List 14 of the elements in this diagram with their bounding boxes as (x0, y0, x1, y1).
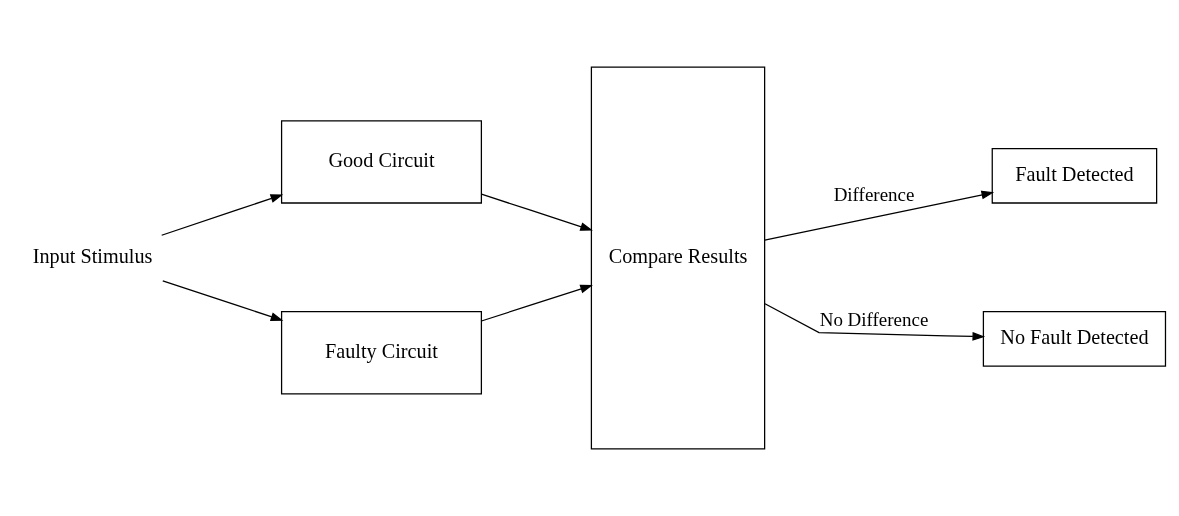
node-box: No Fault Detected (982, 311, 1167, 367)
node-box: Compare Results (590, 66, 766, 450)
edge-label: No Difference (819, 309, 929, 331)
arrow (480, 193, 593, 231)
arrow (764, 303, 986, 341)
node-box: Good Circuit (280, 120, 482, 204)
arrow (480, 284, 593, 322)
edge-label: Difference (833, 184, 915, 206)
node-text: Input Stimulus (32, 244, 153, 267)
node-box: Fault Detected (991, 148, 1158, 204)
arrow (764, 190, 995, 241)
arrow (161, 194, 284, 236)
node-box: Faulty Circuit (280, 311, 482, 395)
arrow (162, 280, 284, 321)
